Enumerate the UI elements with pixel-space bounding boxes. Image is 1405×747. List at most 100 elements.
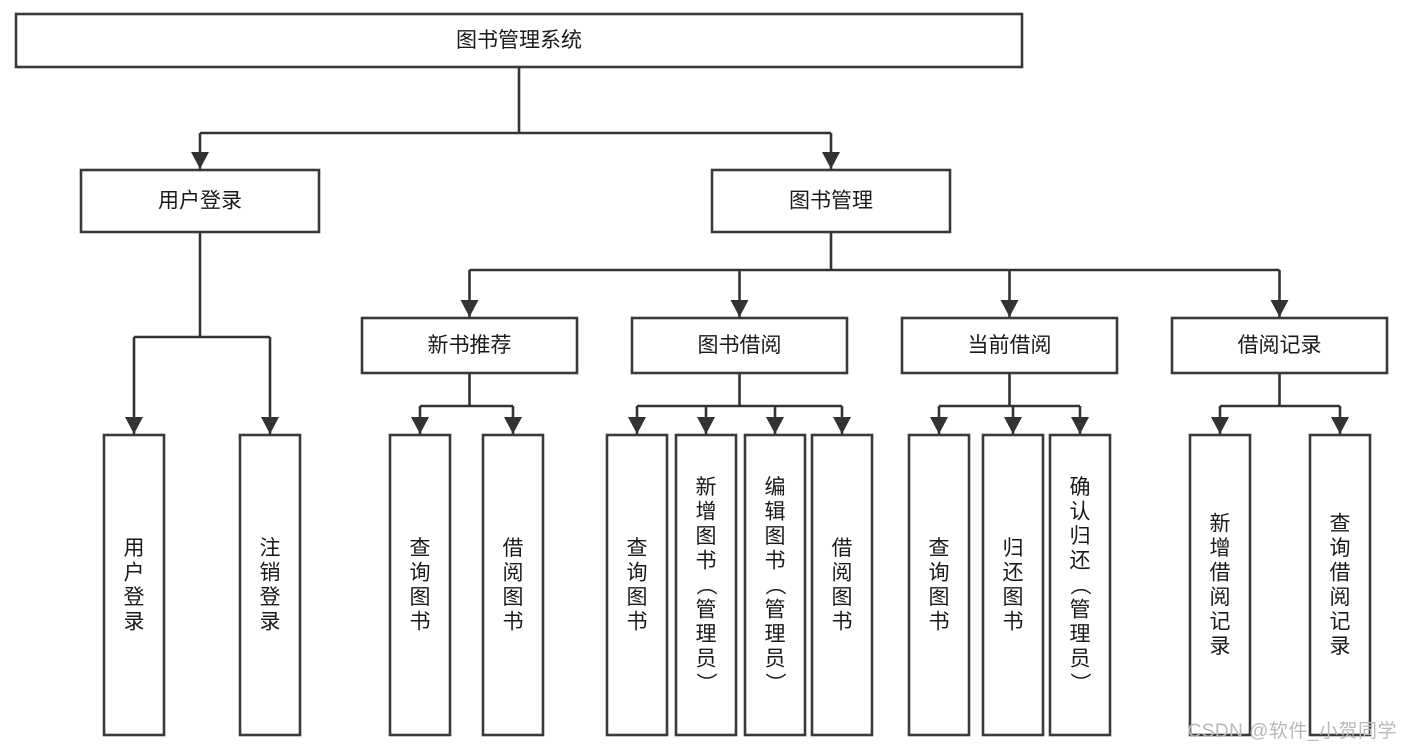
arrow-head-icon (697, 417, 715, 434)
svg-text:销: 销 (260, 562, 281, 585)
svg-text:录: 录 (1330, 635, 1351, 658)
svg-text:编: 编 (765, 476, 786, 499)
edge-group-current-borrow (930, 373, 1089, 434)
edge-group-book-manage (460, 232, 1289, 317)
svg-text:查: 查 (627, 537, 648, 560)
svg-text:确: 确 (1070, 476, 1091, 499)
svg-text:书: 书 (503, 611, 524, 634)
node-label-current-borrow: 当前借阅 (968, 334, 1052, 357)
svg-text:阅: 阅 (1330, 586, 1351, 609)
edge-group-book-borrow (628, 373, 851, 434)
connector-layer (125, 67, 1349, 434)
svg-text:（: （ (694, 574, 717, 595)
svg-text:书: 书 (765, 549, 786, 572)
svg-text:阅: 阅 (503, 562, 524, 585)
arrow-head-icon (1004, 417, 1022, 434)
arrow-head-icon (1071, 417, 1089, 434)
node-borrow-record[interactable]: 借阅记录 (1170, 316, 1389, 375)
node-user-login[interactable]: 用户登录 (79, 168, 321, 234)
node-book-manage[interactable]: 图书管理 (710, 168, 952, 234)
svg-text:阅: 阅 (832, 562, 853, 585)
svg-text:借: 借 (832, 537, 853, 560)
node-label-book-borrow: 图书借阅 (698, 334, 782, 357)
svg-text:书: 书 (410, 611, 431, 634)
svg-text:借: 借 (503, 537, 524, 560)
watermark-label: CSDN @软件_小贺同学 (1187, 721, 1397, 742)
arrow-head-icon (1000, 300, 1019, 317)
node-box-book-manage (710, 168, 952, 234)
svg-text:归: 归 (1003, 537, 1024, 560)
svg-text:记: 记 (1210, 611, 1231, 634)
svg-text:增: 增 (1210, 537, 1231, 560)
svg-text:查: 查 (1330, 513, 1351, 536)
node-layer: 图书管理系统用户登录图书管理新书推荐图书借阅当前借阅借阅记录用户登录注销登录查询… (14, 12, 1389, 737)
svg-text:认: 认 (1070, 500, 1091, 523)
svg-text:还: 还 (1003, 562, 1024, 585)
node-root[interactable]: 图书管理系统 (14, 12, 1024, 69)
node-label-root: 图书管理系统 (456, 29, 582, 52)
arrow-head-icon (833, 417, 851, 434)
svg-text:图: 图 (832, 586, 853, 609)
svg-text:录: 录 (1210, 635, 1231, 658)
svg-text:理: 理 (765, 623, 786, 646)
node-box-leaf-user-login (102, 433, 166, 737)
node-box-leaf-logout (238, 433, 302, 737)
svg-text:员: 员 (1070, 647, 1091, 670)
svg-text:图: 图 (627, 586, 648, 609)
node-box-new-book-rec (360, 316, 579, 375)
node-box-leaf-query-book-1 (388, 433, 452, 737)
svg-text:用: 用 (124, 537, 145, 560)
svg-text:新: 新 (696, 476, 717, 499)
arrow-head-icon (191, 152, 209, 169)
svg-text:注: 注 (260, 537, 281, 560)
svg-text:录: 录 (124, 611, 145, 634)
node-box-leaf-add-book (674, 433, 738, 737)
node-new-book-rec[interactable]: 新书推荐 (360, 316, 579, 375)
svg-text:图: 图 (503, 586, 524, 609)
svg-text:登: 登 (260, 586, 281, 609)
node-box-leaf-borrow-book-2 (810, 433, 874, 737)
node-box-leaf-add-record (1188, 433, 1252, 737)
svg-text:）: ） (763, 672, 786, 693)
arrow-head-icon (1270, 300, 1289, 317)
node-box-borrow-record (1170, 316, 1389, 375)
svg-text:户: 户 (124, 562, 145, 585)
svg-text:借: 借 (1210, 562, 1231, 585)
node-book-borrow[interactable]: 图书借阅 (630, 316, 849, 375)
node-label-book-manage: 图书管理 (789, 190, 873, 213)
svg-text:还: 还 (1070, 549, 1091, 572)
arrow-head-icon (1211, 417, 1229, 434)
edge-group-user-login (125, 232, 279, 434)
svg-text:图: 图 (929, 586, 950, 609)
svg-text:书: 书 (1003, 611, 1024, 634)
node-current-borrow[interactable]: 当前借阅 (900, 316, 1119, 375)
node-label-new-book-rec: 新书推荐 (428, 334, 512, 357)
edge-group-root (191, 67, 840, 169)
node-leaf-user-login[interactable]: 用户登录 (102, 433, 166, 737)
node-box-root (14, 12, 1024, 69)
svg-text:（: （ (1068, 574, 1091, 595)
node-box-user-login (79, 168, 321, 234)
arrow-head-icon (504, 417, 522, 434)
svg-text:记: 记 (1330, 611, 1351, 634)
arrow-head-icon (411, 417, 429, 434)
svg-text:员: 员 (696, 647, 717, 670)
svg-text:员: 员 (765, 647, 786, 670)
node-box-book-borrow (630, 316, 849, 375)
node-box-leaf-query-book-2 (605, 433, 669, 737)
node-box-leaf-confirm-return (1048, 433, 1112, 737)
node-box-leaf-query-book-3 (907, 433, 971, 737)
arrow-head-icon (125, 417, 143, 434)
